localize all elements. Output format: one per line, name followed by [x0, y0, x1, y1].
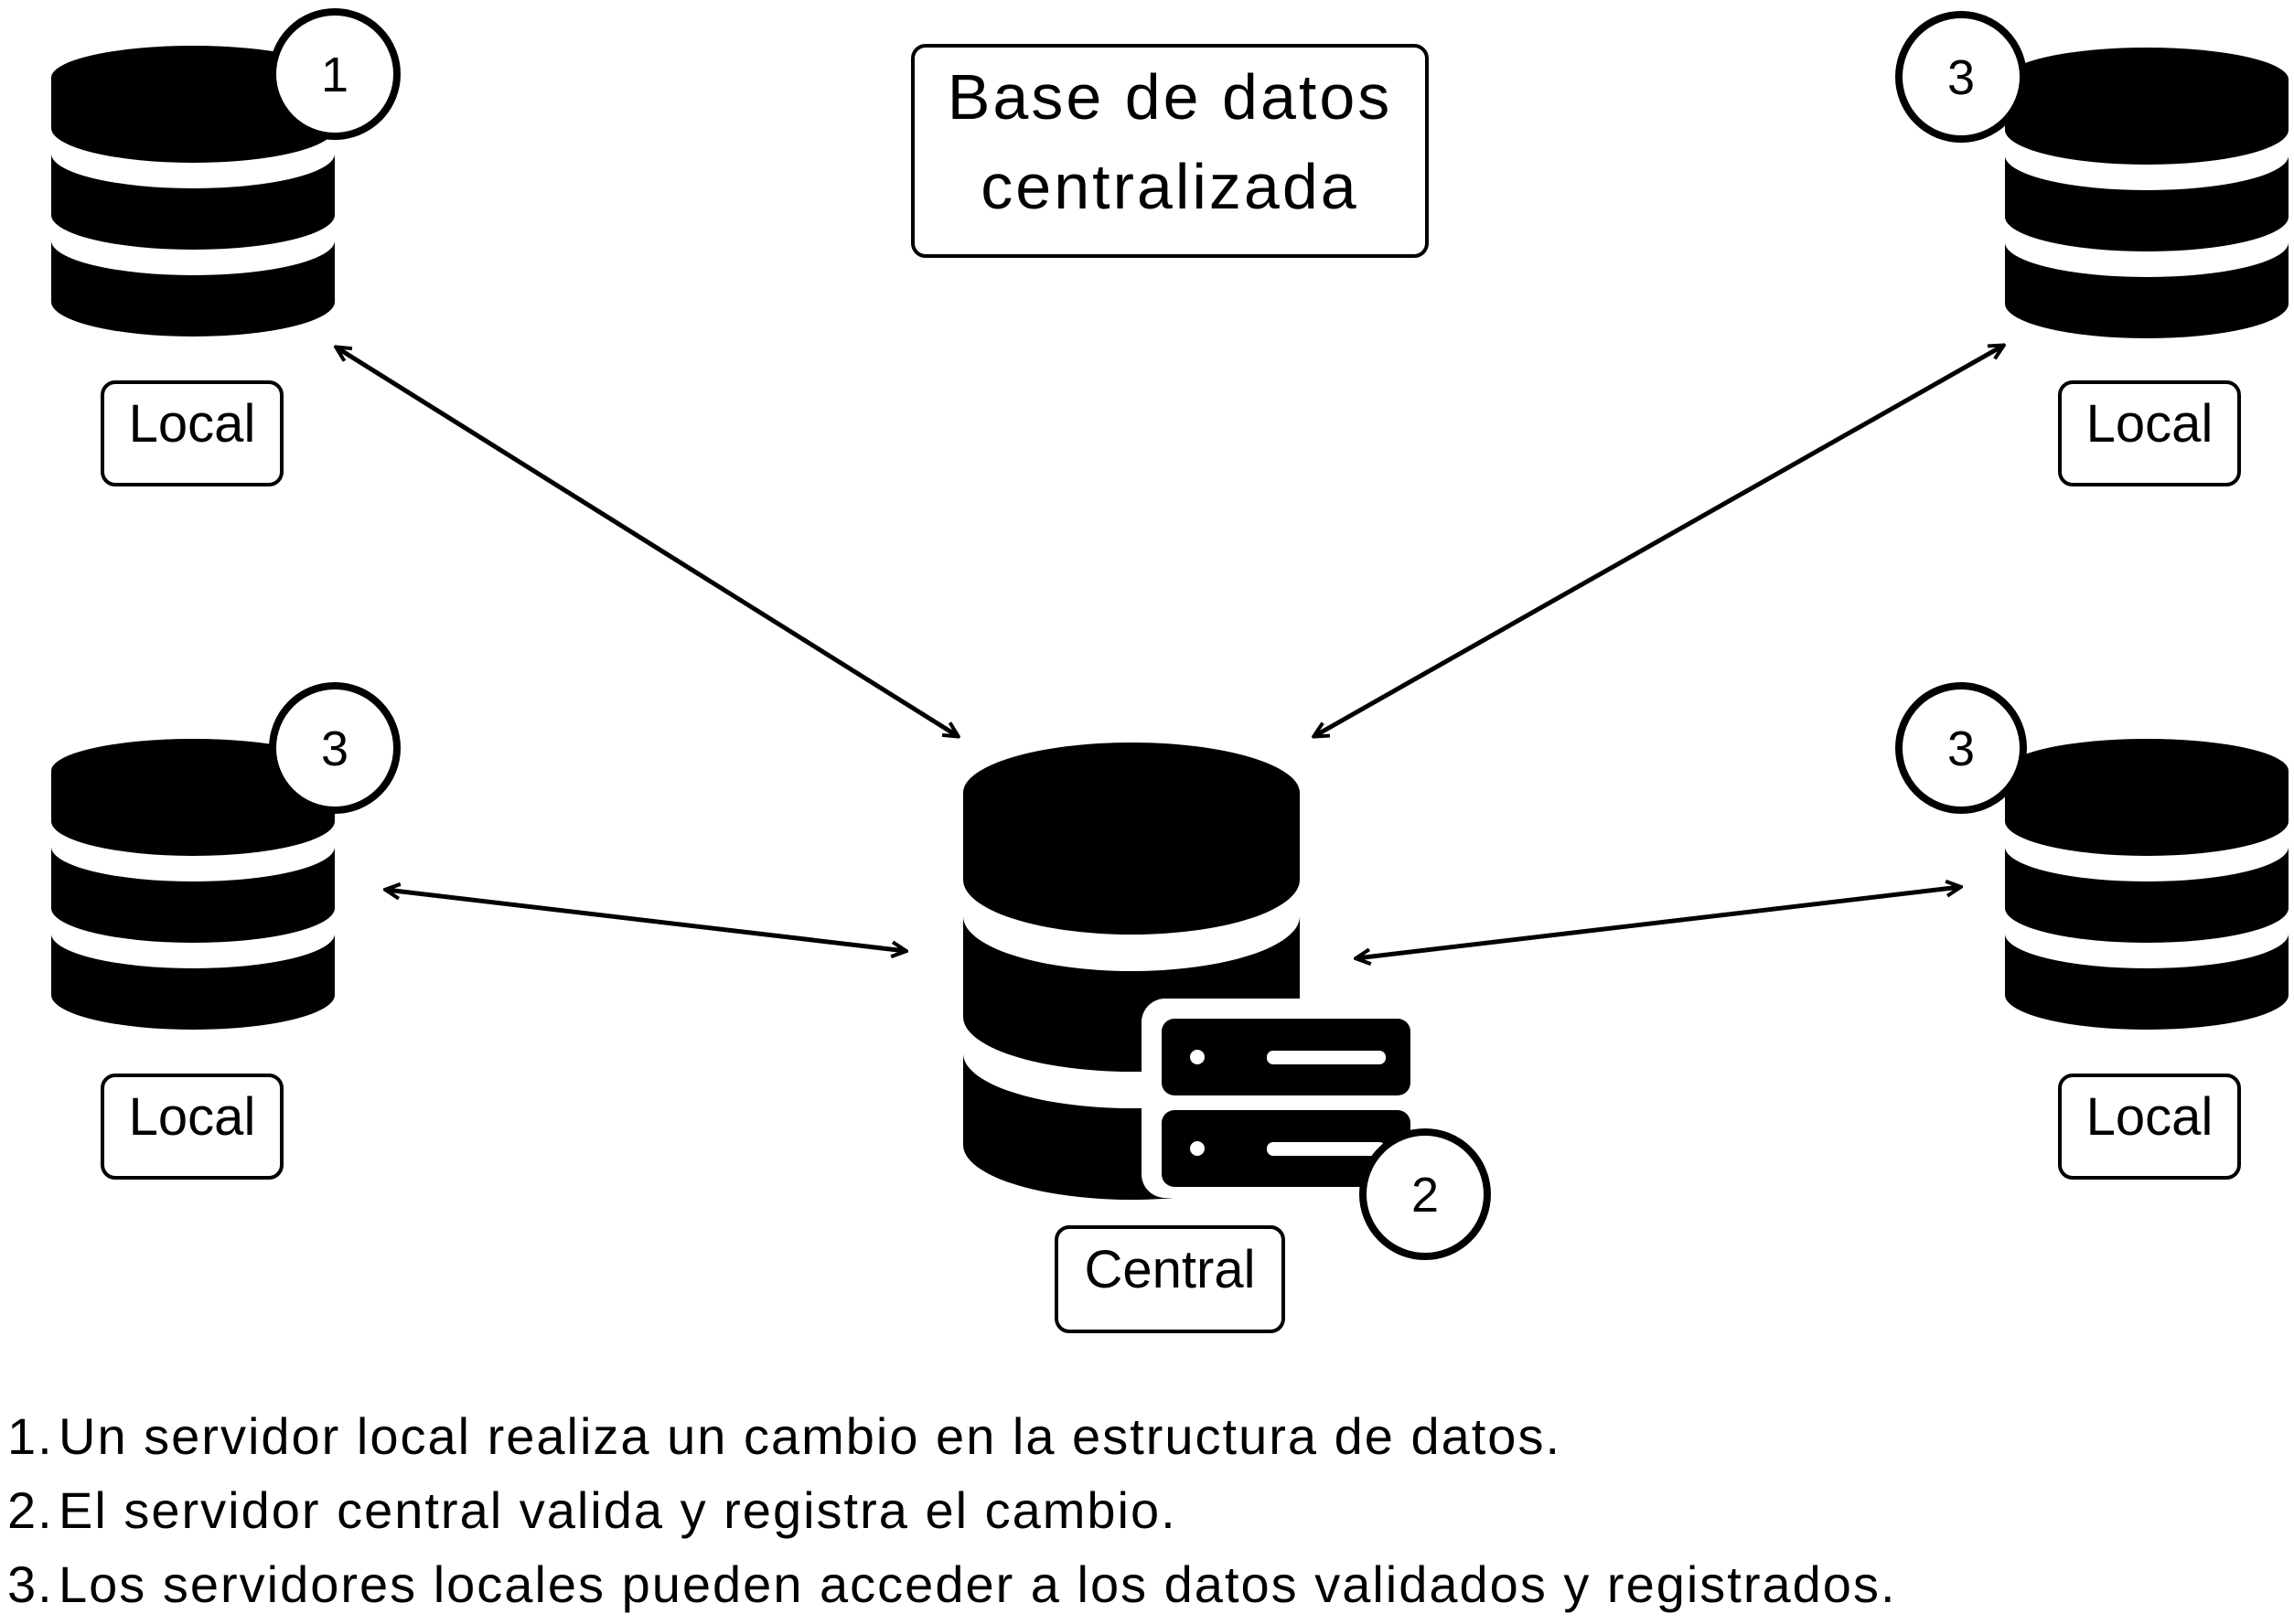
legend-item-text: El servidor central valida y registra el…	[59, 1481, 1177, 1539]
legend-item-text: Un servidor local realiza un cambio en l…	[59, 1407, 1561, 1465]
legend-item-number: 2.	[7, 1481, 54, 1539]
local-label-box: Local	[2058, 380, 2241, 486]
server-rack-icon	[1142, 999, 1423, 1198]
steps-legend: 1. Un servidor local realiza un cambio e…	[7, 1399, 1897, 1621]
step-badge-number: 3	[321, 721, 348, 776]
step-badge-1: 1	[269, 8, 401, 140]
database-icon	[2005, 48, 2289, 338]
step-badge-number: 2	[1411, 1168, 1439, 1223]
local-label: Local	[129, 394, 256, 454]
step-badge-3: 3	[1895, 682, 2027, 814]
arrow-central-mid-right	[1356, 887, 1960, 958]
legend-item-number: 1.	[7, 1407, 54, 1465]
local-label-box: Local	[101, 380, 284, 486]
local-label: Local	[129, 1087, 256, 1147]
local-label: Local	[2086, 1087, 2214, 1147]
legend-item: 1. Un servidor local realiza un cambio e…	[7, 1399, 1897, 1473]
local-label: Local	[2086, 394, 2214, 454]
title-line-2: centralizada	[981, 151, 1358, 222]
legend-item: 2. El servidor central valida y registra…	[7, 1473, 1897, 1547]
database-icon	[51, 739, 335, 1030]
legend-item-number: 3.	[7, 1555, 54, 1613]
local-server-top-right: Local 3	[1895, 11, 2289, 486]
arrow-central-top-left	[337, 347, 958, 736]
local-server-mid-right: Local 3	[1895, 682, 2289, 1180]
database-icon	[51, 46, 335, 337]
step-badge-2: 2	[1359, 1128, 1491, 1260]
central-server: Central 2	[963, 743, 1491, 1333]
arrow-central-mid-left	[386, 890, 906, 951]
title-box: Base de datos centralizada	[911, 44, 1429, 258]
step-badge-3: 3	[269, 682, 401, 814]
title-line-1: Base de datos	[948, 61, 1393, 133]
step-badge-number: 3	[1947, 50, 1975, 105]
step-badge-3: 3	[1895, 11, 2027, 143]
arrow-central-top-right	[1314, 346, 2003, 736]
local-label-box: Local	[101, 1074, 284, 1180]
local-server-top-left: Local 1	[51, 8, 401, 486]
database-icon	[2005, 739, 2289, 1030]
step-badge-number: 3	[1947, 721, 1975, 776]
central-label-box: Central	[1055, 1225, 1285, 1333]
step-badge-number: 1	[321, 48, 348, 102]
legend-item: 3. Los servidores locales pueden acceder…	[7, 1547, 1897, 1621]
local-label-box: Local	[2058, 1074, 2241, 1180]
central-label: Central	[1085, 1240, 1256, 1299]
legend-item-text: Los servidores locales pueden acceder a …	[59, 1555, 1897, 1613]
local-server-mid-left: Local 3	[51, 682, 401, 1180]
